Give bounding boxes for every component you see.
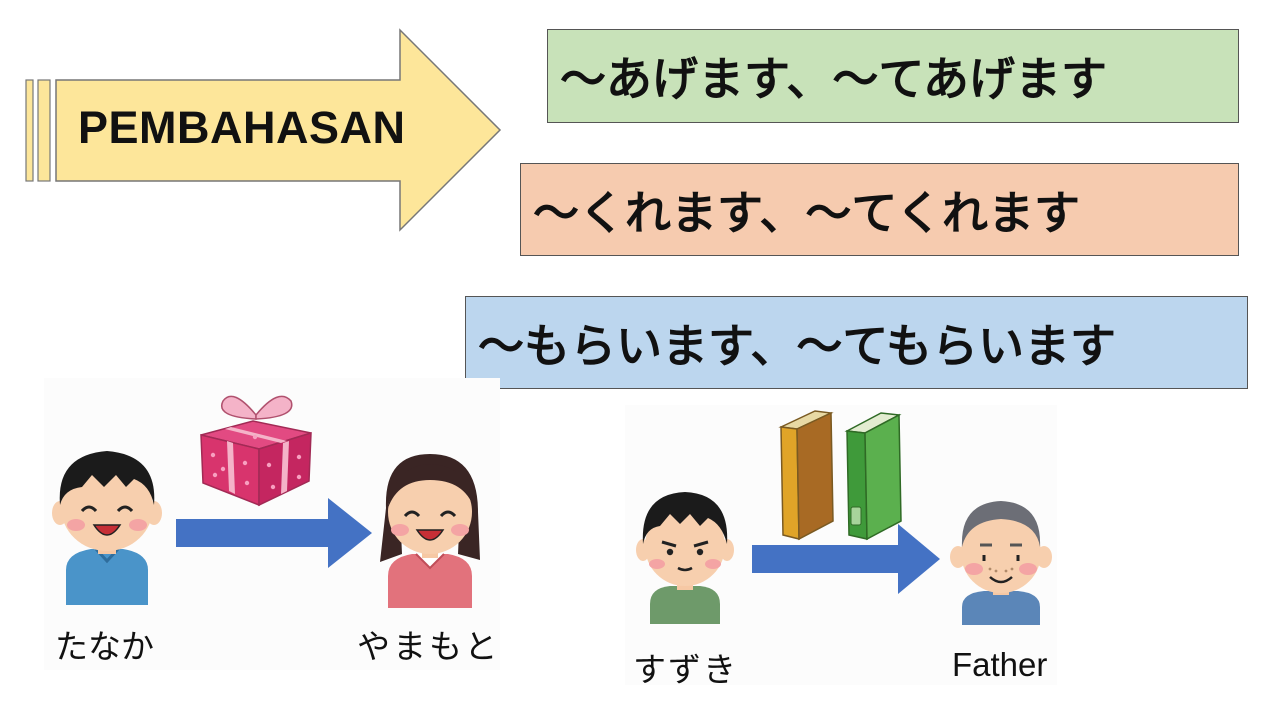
gift-box-icon xyxy=(200,395,312,507)
title-arrow-stripe-2 xyxy=(37,79,51,182)
books-icon xyxy=(778,410,902,541)
boy-suzuki-icon xyxy=(636,492,734,624)
transfer-arrow-2 xyxy=(752,524,940,594)
father-icon xyxy=(950,501,1052,625)
title-arrow-stripe-1 xyxy=(25,79,34,182)
pattern-kureru: 〜くれます、〜てくれます xyxy=(520,163,1239,256)
title-arrow-body xyxy=(55,28,502,232)
pattern-morau: 〜もらいます、〜てもらいます xyxy=(465,296,1248,389)
pattern-ageru: 〜あげます、〜てあげます xyxy=(547,29,1239,123)
receiver-label-father: Father xyxy=(952,646,1048,683)
transfer-arrow-1 xyxy=(176,498,372,568)
girl-yamamoto-icon xyxy=(380,454,480,608)
pattern-morau-label: 〜もらいます、〜てもらいます xyxy=(478,318,1117,373)
pattern-ageru-label: 〜あげます、〜てあげます xyxy=(560,52,1107,106)
page-title: PEMBAHASAN xyxy=(78,102,406,153)
boy-tanaka-icon xyxy=(52,451,162,605)
title-arrow xyxy=(25,28,502,232)
giver-label-tanaka: たなか xyxy=(55,627,154,666)
pattern-kureru-label: 〜くれます、〜てくれます xyxy=(533,185,1080,240)
giver-label-suzuki: すずき xyxy=(633,650,738,689)
receiver-label-yamamoto: やまもと xyxy=(357,627,501,666)
